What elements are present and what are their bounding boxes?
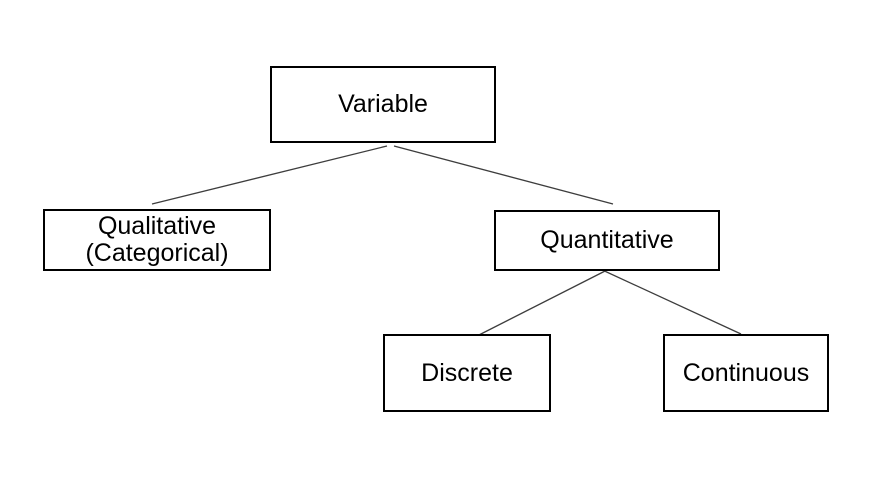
node-variable-label: Variable <box>338 90 428 118</box>
node-variable: Variable <box>270 66 496 143</box>
node-continuous-label: Continuous <box>682 358 810 387</box>
edge-quantitative-discrete <box>474 267 612 338</box>
node-quantitative: Quantitative <box>494 210 720 271</box>
node-discrete-label: Discrete <box>421 358 513 387</box>
node-qualitative-categorical: Qualitative (Categorical) <box>43 209 271 271</box>
edge-variable-qualitative <box>151 145 388 205</box>
edge-variable-quantitative <box>393 145 614 205</box>
node-qualitative-label-line1: Qualitative <box>97 212 217 240</box>
node-continuous: Continuous <box>663 334 829 412</box>
node-discrete: Discrete <box>383 334 551 412</box>
edge-quantitative-continuous <box>597 267 742 335</box>
node-quantitative-label: Quantitative <box>540 226 674 254</box>
node-qualitative-label-line2: (Categorical) <box>85 239 229 267</box>
